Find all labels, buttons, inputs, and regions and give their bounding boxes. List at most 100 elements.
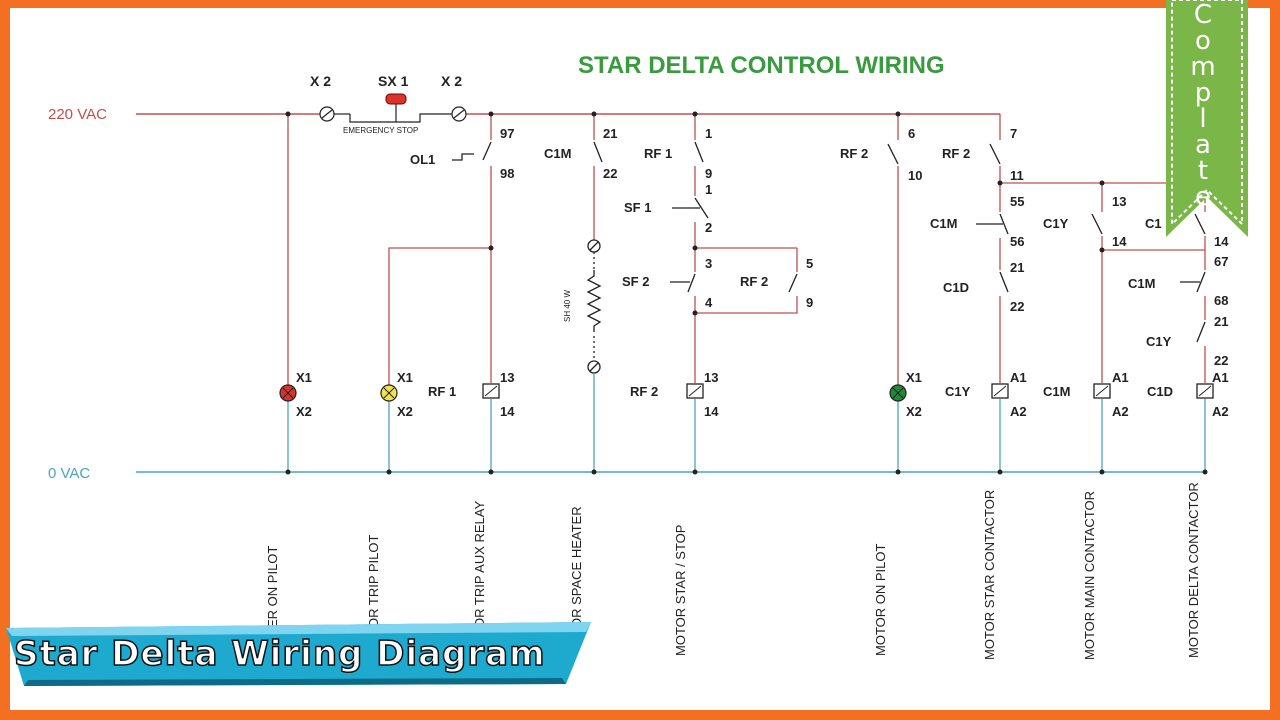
- desc-trip-pilot: OR TRIP PILOT: [366, 535, 381, 628]
- svg-text:13: 13: [500, 370, 514, 385]
- complate-ribbon: [1166, 0, 1248, 237]
- ribbon-letter: a: [1195, 130, 1211, 160]
- svg-text:97: 97: [500, 126, 514, 141]
- svg-text:13: 13: [1112, 194, 1126, 209]
- svg-text:98: 98: [500, 166, 514, 181]
- svg-text:RF 2: RF 2: [942, 146, 970, 161]
- svg-text:X1: X1: [906, 370, 922, 385]
- desc-power-pilot: ER ON PILOT: [265, 546, 280, 628]
- banner-title: Star Delta Wiring Diagram: [13, 633, 546, 675]
- svg-text:14: 14: [1214, 234, 1229, 249]
- svg-text:21: 21: [1214, 314, 1228, 329]
- ribbon-letter: l: [1199, 104, 1207, 134]
- svg-text:2: 2: [705, 220, 712, 235]
- svg-text:21: 21: [603, 126, 617, 141]
- svg-text:SF 2: SF 2: [622, 274, 649, 289]
- desc-star-contactor: MOTOR STAR CONTACTOR: [982, 490, 997, 660]
- junction-dots: [285, 111, 1208, 475]
- svg-text:6: 6: [908, 126, 915, 141]
- svg-text:55: 55: [1010, 194, 1024, 209]
- svg-text:C1M: C1M: [1128, 276, 1155, 291]
- svg-text:A2: A2: [1112, 404, 1129, 419]
- svg-text:3: 3: [705, 256, 712, 271]
- svg-text:68: 68: [1214, 293, 1228, 308]
- heater-rating: SH 40 W: [563, 290, 572, 322]
- coil-c1d: C1D A1 A2: [1147, 370, 1229, 419]
- svg-text:C1D: C1D: [943, 280, 969, 295]
- svg-text:X2: X2: [397, 404, 413, 419]
- svg-text:9: 9: [806, 295, 813, 310]
- branch-descriptions: ER ON PILOT OR TRIP PILOT OR TRIP AUX RE…: [265, 482, 1201, 660]
- svg-text:67: 67: [1214, 254, 1228, 269]
- desc-space-heater: OR SPACE HEATER: [569, 506, 584, 628]
- svg-text:X2: X2: [906, 404, 922, 419]
- svg-text:A1: A1: [1212, 370, 1229, 385]
- svg-text:14: 14: [704, 404, 719, 419]
- svg-text:C1D: C1D: [1147, 384, 1173, 399]
- svg-text:5: 5: [806, 256, 813, 271]
- svg-text:X2: X2: [296, 404, 312, 419]
- svg-text:22: 22: [603, 166, 617, 181]
- branch-trip-aux-relay: [452, 114, 492, 472]
- ribbon-letter: o: [1195, 26, 1211, 56]
- svg-text:X1: X1: [296, 370, 312, 385]
- svg-text:C1M: C1M: [1043, 384, 1070, 399]
- pilot-lamp-trip: X1 X2: [380, 370, 413, 419]
- svg-text:C1Y: C1Y: [1043, 216, 1069, 231]
- rail-label-0vac: 0 VAC: [48, 465, 90, 482]
- svg-text:22: 22: [1010, 299, 1024, 314]
- svg-text:21: 21: [1010, 260, 1024, 275]
- desc-motor-on-pilot: MOTOR ON PILOT: [873, 544, 888, 656]
- pilot-lamp-motor-on: X1 X2: [889, 370, 922, 419]
- svg-text:11: 11: [1010, 168, 1024, 183]
- svg-text:1: 1: [705, 182, 712, 197]
- branch-motor-star-stop: [670, 114, 798, 472]
- page-frame: STAR DELTA CONTROL WIRING 220 VAC 0 VAC …: [10, 8, 1270, 710]
- svg-text:X 2: X 2: [441, 73, 462, 89]
- ribbon-letter: m: [1190, 52, 1216, 82]
- diagram-title: STAR DELTA CONTROL WIRING: [578, 52, 945, 79]
- pilot-lamp-power: X1 X2: [279, 370, 312, 419]
- branch-trip-pilot: [388, 247, 491, 472]
- svg-text:RF 2: RF 2: [840, 146, 868, 161]
- ribbon-letter: p: [1194, 78, 1212, 108]
- ribbon-letter: e: [1195, 182, 1211, 212]
- desc-delta-contactor: MOTOR DELTA CONTACTOR: [1186, 482, 1201, 658]
- svg-text:OL1: OL1: [410, 152, 435, 167]
- svg-text:7: 7: [1010, 126, 1017, 141]
- svg-text:14: 14: [500, 404, 515, 419]
- svg-text:RF 2: RF 2: [740, 274, 768, 289]
- svg-text:A1: A1: [1010, 370, 1027, 385]
- svg-text:X 2: X 2: [310, 73, 331, 89]
- coil-c1m: C1M A1 A2: [1043, 370, 1129, 419]
- svg-text:A2: A2: [1010, 404, 1027, 419]
- svg-text:RF 1: RF 1: [428, 384, 456, 399]
- svg-text:14: 14: [1112, 234, 1127, 249]
- svg-text:1: 1: [705, 126, 712, 141]
- svg-text:A1: A1: [1112, 370, 1129, 385]
- desc-trip-aux-relay: OR TRIP AUX RELAY: [472, 501, 487, 628]
- svg-text:22: 22: [1214, 353, 1228, 368]
- svg-text:RF 1: RF 1: [644, 146, 672, 161]
- coil-c1y: C1Y A1 A2: [945, 370, 1027, 419]
- rail-label-220vac: 220 VAC: [48, 106, 107, 123]
- svg-text:C1M: C1M: [930, 216, 957, 231]
- svg-text:9: 9: [705, 166, 712, 181]
- svg-text:A2: A2: [1212, 404, 1229, 419]
- coil-rf1: RF 1 13 14: [428, 370, 515, 419]
- svg-text:SF 1: SF 1: [624, 200, 651, 215]
- emergency-stop-button: [385, 93, 407, 105]
- svg-text:EMERGENCY STOP: EMERGENCY STOP: [343, 126, 418, 135]
- svg-text:C1: C1: [1145, 216, 1162, 231]
- svg-text:C1M: C1M: [544, 146, 571, 161]
- branch-space-heater: [586, 114, 603, 472]
- svg-text:13: 13: [704, 370, 718, 385]
- branch-motor-on-pilot: [887, 114, 899, 472]
- svg-text:C1Y: C1Y: [945, 384, 971, 399]
- svg-text:4: 4: [705, 295, 713, 310]
- svg-text:RF 2: RF 2: [630, 384, 658, 399]
- desc-motor-star-stop: MOTOR STAR / STOP: [673, 525, 688, 656]
- branch-motor-main-contactor: [1091, 183, 1205, 472]
- contact-labels: OL1 97 98 C1M 21 22 RF 1 1 9 1 SF 1 2 SF…: [410, 126, 1229, 368]
